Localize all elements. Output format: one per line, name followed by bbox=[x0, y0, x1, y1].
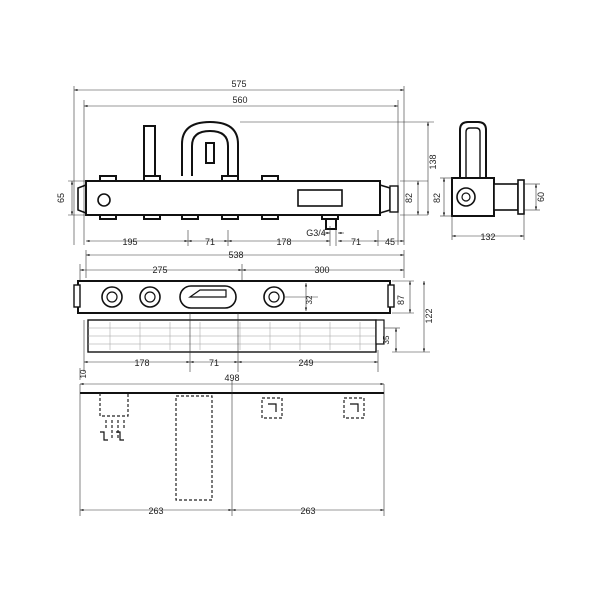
dim-178-a-label: 178 bbox=[276, 237, 291, 247]
dim-538-label: 538 bbox=[228, 250, 243, 260]
dim-65-label: 65 bbox=[56, 193, 66, 203]
side-view: 82 60 132 bbox=[432, 121, 546, 242]
dim-35-label: 35 bbox=[382, 335, 391, 344]
dim-122-label: 122 bbox=[424, 308, 434, 323]
front-view: 575 560 65 bbox=[56, 79, 438, 247]
front-display-window bbox=[297, 189, 343, 207]
dim-71-c-label: 71 bbox=[209, 358, 219, 368]
dim-138-label: 138 bbox=[428, 154, 438, 169]
dim-45-label: 45 bbox=[385, 237, 395, 247]
dim-10-label: 10 bbox=[79, 369, 88, 378]
dim-249-label: 249 bbox=[298, 358, 313, 368]
front-port-circle bbox=[97, 193, 111, 207]
dim-263-a-label: 263 bbox=[148, 506, 163, 516]
dim-575-label: 575 bbox=[231, 79, 246, 89]
plan-view: 538 275 300 32 bbox=[73, 250, 434, 386]
dim-71-a-label: 71 bbox=[205, 237, 215, 247]
dim-82-a-label: 82 bbox=[404, 193, 414, 203]
dim-side-82-label: 82 bbox=[432, 193, 442, 203]
dim-498-label: 498 bbox=[224, 373, 239, 383]
dim-275-label: 275 bbox=[152, 265, 167, 275]
dim-71-b-label: 71 bbox=[351, 237, 361, 247]
dim-560-label: 560 bbox=[232, 95, 247, 105]
dim-32-label: 32 bbox=[305, 295, 314, 304]
hidden-fitting-2 bbox=[343, 397, 365, 419]
dim-178-b-label: 178 bbox=[134, 358, 149, 368]
hidden-fitting-1 bbox=[261, 397, 283, 419]
dim-side-132-label: 132 bbox=[480, 232, 495, 242]
bottom-view: 263 263 bbox=[79, 380, 385, 516]
thread-label: G3/4 bbox=[306, 228, 326, 238]
dim-side-60-label: 60 bbox=[536, 192, 546, 202]
spout-tube bbox=[143, 125, 156, 179]
dim-195-label: 195 bbox=[122, 237, 137, 247]
hidden-spout-body bbox=[175, 395, 213, 501]
dim-263-b-label: 263 bbox=[300, 506, 315, 516]
dim-300-label: 300 bbox=[314, 265, 329, 275]
handle-slot bbox=[205, 142, 215, 164]
dim-87-label: 87 bbox=[396, 295, 406, 305]
